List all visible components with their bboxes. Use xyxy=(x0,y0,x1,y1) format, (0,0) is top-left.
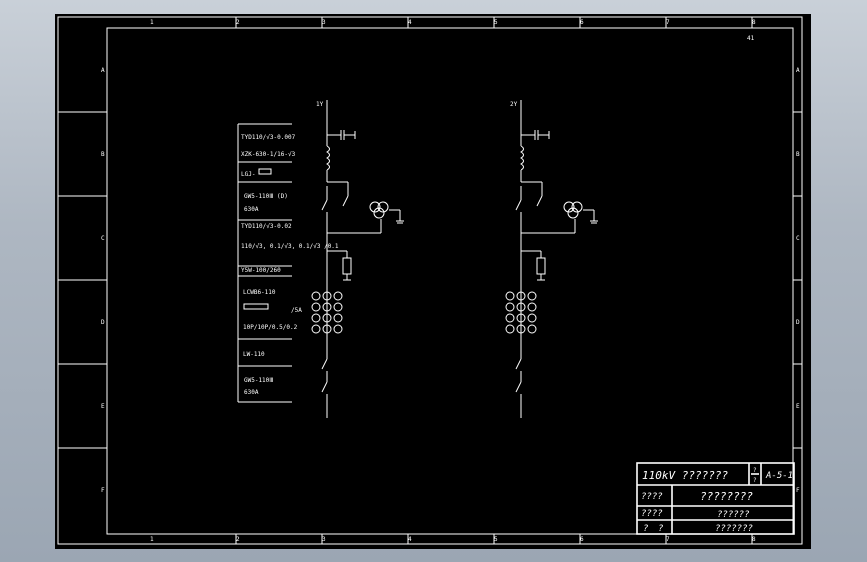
col-label-bottom: 1 xyxy=(150,536,154,543)
col-label-top: 4 xyxy=(408,19,412,26)
row-label-right: F xyxy=(796,487,800,494)
bay-2-label: 2Y xyxy=(510,101,518,108)
sheet-frac-bottom: ? xyxy=(753,477,757,484)
row-label-left: E xyxy=(101,403,105,410)
col-label-bottom: 5 xyxy=(494,536,498,543)
col-label-top: 2 xyxy=(236,19,240,26)
legend-cvt: TYD110/√3-0.02 xyxy=(241,223,292,230)
legend-bus-disconnector: GW5-110Ⅲ xyxy=(244,377,273,384)
legend-ct-class: 10P/10P/0.5/0.2 xyxy=(243,324,298,331)
legend-breaker: LW-110 xyxy=(243,351,265,358)
row2-value: ???????? xyxy=(700,490,753,503)
legend-line-disconnector: GW5-110Ⅲ (D) xyxy=(244,193,288,200)
inner-frame xyxy=(106,27,794,535)
sheet-frac-top: ? xyxy=(753,467,757,474)
row-label-right: D xyxy=(796,319,800,326)
row-label-right: A xyxy=(796,67,800,74)
col-label-bottom: 3 xyxy=(322,536,326,543)
row-label-right: B xyxy=(796,151,800,158)
row3-value: ?????? xyxy=(717,510,750,520)
row-label-right: E xyxy=(796,403,800,410)
page-number: 41 xyxy=(747,35,755,42)
legend-wave-trap: XZK-630-1/16-√3 xyxy=(241,151,296,158)
row3-label: ???? xyxy=(641,509,663,519)
legend-conductor: LGJ- xyxy=(241,171,255,178)
zone-ticks xyxy=(58,17,802,544)
col-label-top: 5 xyxy=(494,19,498,26)
col-label-bottom: 7 xyxy=(666,536,670,543)
row-label-right: C xyxy=(796,235,800,242)
bay-1: 1Y xyxy=(311,100,404,418)
row-label-left: B xyxy=(101,151,105,158)
legend-arrester: Y5W-100/260 xyxy=(241,267,281,274)
row-label-left: A xyxy=(101,67,105,74)
row4-label-a: ? xyxy=(643,524,648,534)
col-label-top: 6 xyxy=(580,19,584,26)
bay-1-ct-cores xyxy=(311,291,343,334)
bay-2-ct-cores xyxy=(505,291,537,334)
equipment-legend: TYD110/√3-0.007 XZK-630-1/16-√3 LGJ- GW5… xyxy=(237,123,339,403)
col-label-bottom: 4 xyxy=(408,536,412,543)
row2-label: ???? xyxy=(641,492,663,502)
row4-label-b: ? xyxy=(658,524,663,534)
outer-border xyxy=(57,16,803,545)
col-label-top: 7 xyxy=(666,19,670,26)
col-label-top: 8 xyxy=(752,19,756,26)
legend-coupling-cap: TYD110/√3-0.007 xyxy=(241,134,296,141)
row4-value: ??????? xyxy=(715,524,753,534)
row-label-left: C xyxy=(101,235,105,242)
drawing-sheet: 1 2 3 4 5 6 7 8 1 2 3 4 5 6 7 8 A B C D … xyxy=(55,14,811,549)
bay-2: 2Y xyxy=(505,100,598,418)
project-title: 110kV ??????? xyxy=(642,469,728,482)
col-label-bottom: 2 xyxy=(236,536,240,543)
col-label-bottom: 6 xyxy=(580,536,584,543)
legend-vt-ratio: 110/√3, 0.1/√3, 0.1/√3 /0.1 xyxy=(241,243,339,250)
drawing-number: A-5-1 xyxy=(765,471,793,481)
legend-ct: LCWB6-110 xyxy=(243,289,276,296)
legend-ct-secondary: /5A xyxy=(291,307,302,314)
schematic-drawing: 1 2 3 4 5 6 7 8 1 2 3 4 5 6 7 8 A B C D … xyxy=(57,16,803,545)
row-label-left: D xyxy=(101,319,105,326)
row-label-left: F xyxy=(101,487,105,494)
col-label-top: 1 xyxy=(150,19,154,26)
legend-bus-disconnector-current: 630A xyxy=(244,389,259,396)
title-block: 110kV ??????? ? ? A-5-1 ???? ???????? ??… xyxy=(636,462,795,535)
col-label-bottom: 8 xyxy=(752,536,756,543)
bay-1-label: 1Y xyxy=(316,101,324,108)
col-label-top: 3 xyxy=(322,19,326,26)
legend-disconnector-current: 630A xyxy=(244,206,259,213)
